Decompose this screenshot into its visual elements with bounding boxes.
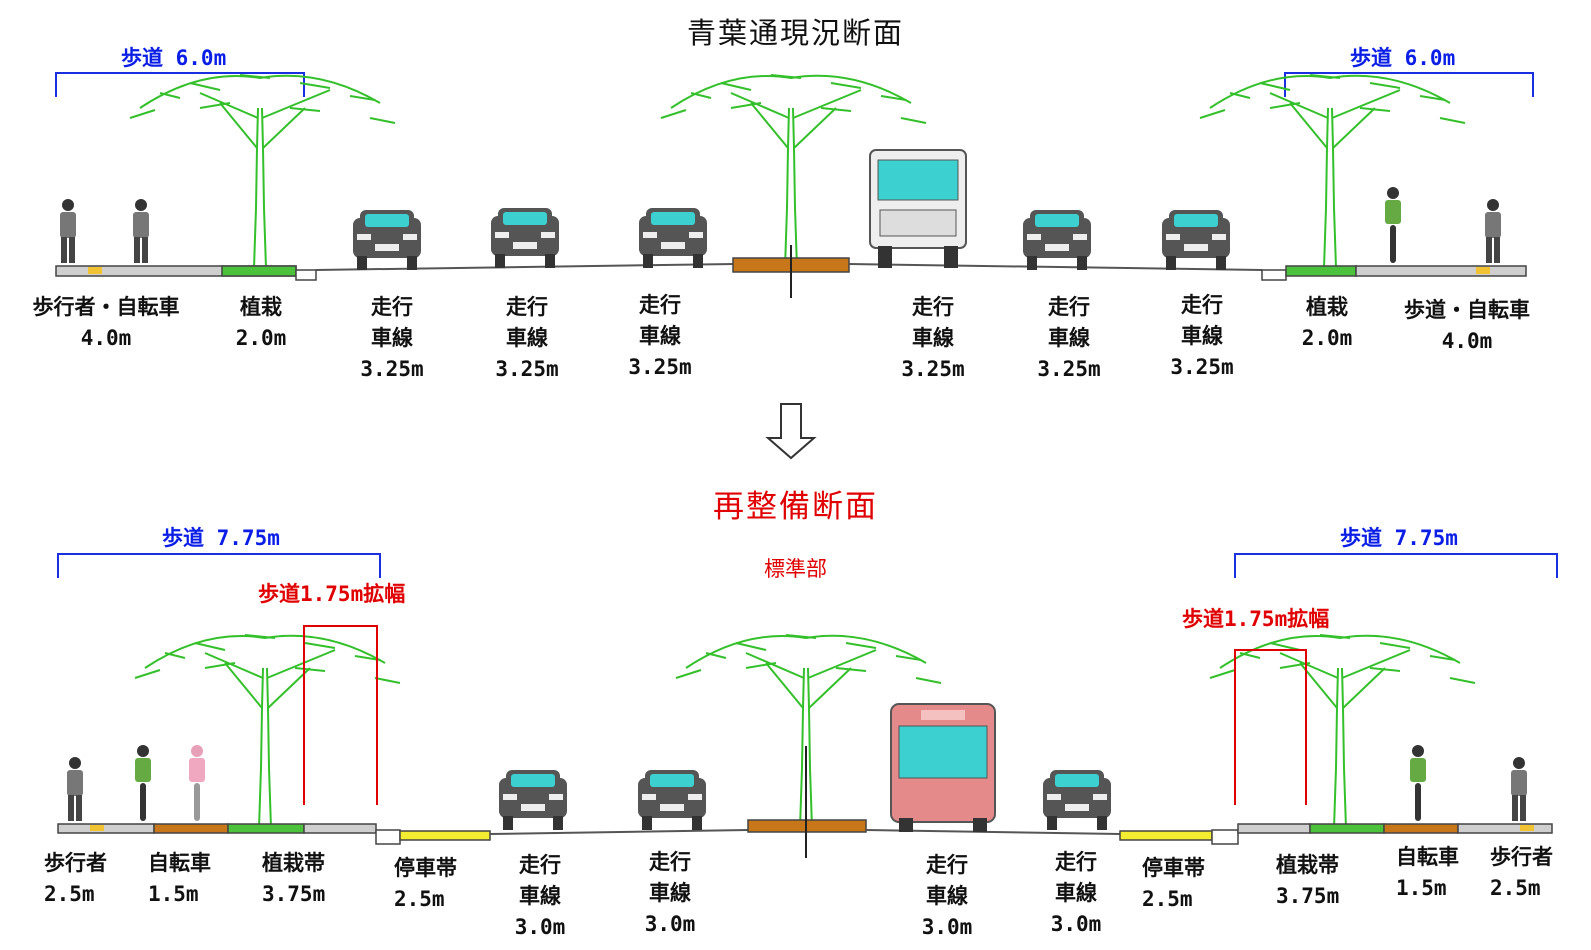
redev-section-title: 再整備断面	[713, 489, 878, 525]
current-section-title: 青葉通現況断面	[686, 16, 904, 50]
redev-widen-left-label: 歩道1.75m拡幅	[258, 582, 406, 606]
redev-sidewalk-right-dim: 歩道 7.75m	[1340, 526, 1458, 550]
current-sidewalk-left-dim: 歩道 6.0m	[121, 46, 227, 70]
redev-section-subtitle: 標準部	[764, 557, 827, 581]
redev-sidewalk-left-dim: 歩道 7.75m	[162, 526, 280, 550]
redev-widen-right-label: 歩道1.75m拡幅	[1182, 607, 1330, 631]
down-arrow-icon	[765, 403, 817, 460]
current-sidewalk-right-dim: 歩道 6.0m	[1350, 46, 1456, 70]
